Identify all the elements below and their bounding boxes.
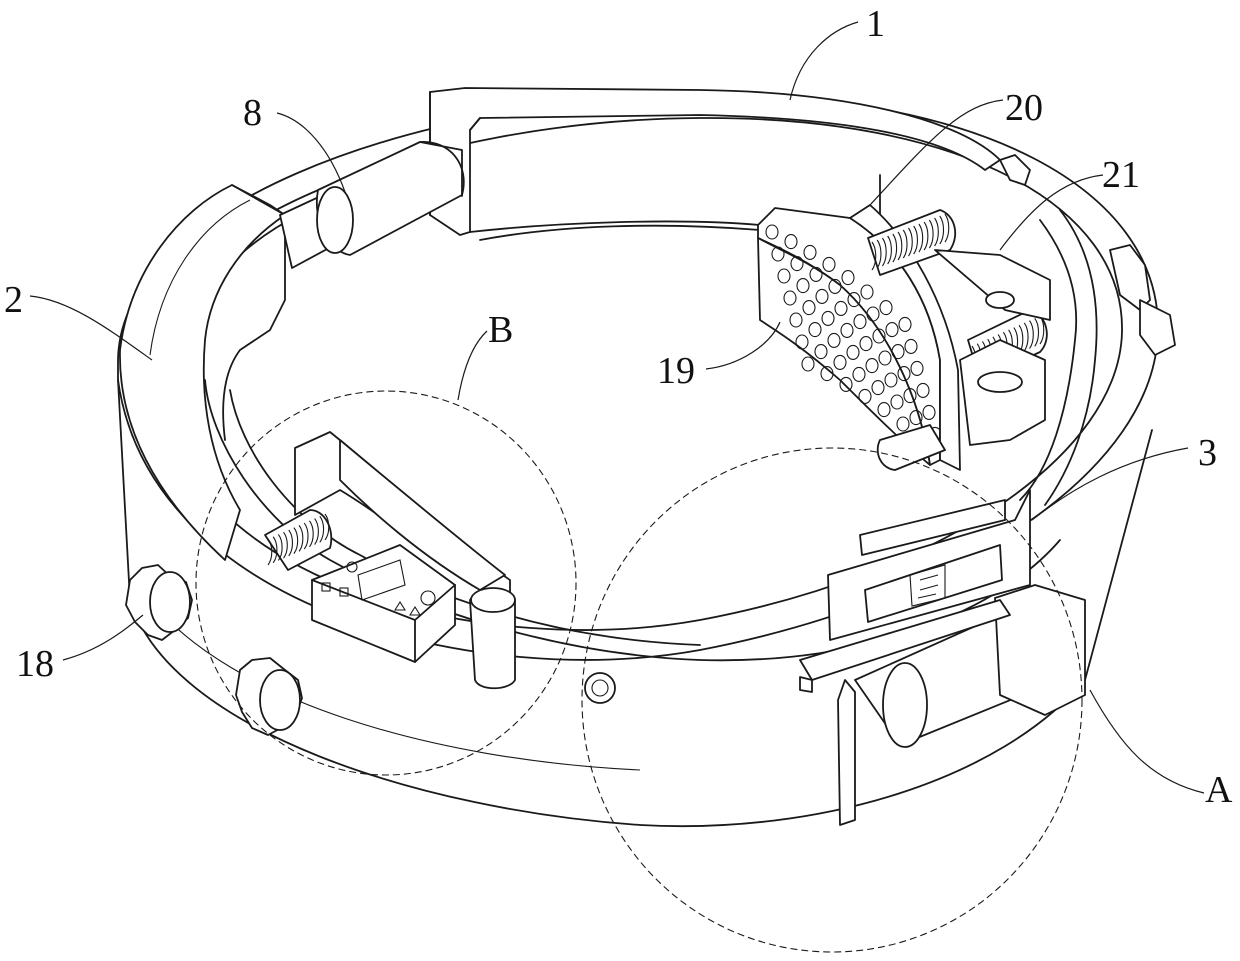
segment-2 bbox=[120, 185, 285, 560]
clamp-assembly bbox=[758, 155, 1175, 470]
label-b: B bbox=[488, 309, 513, 351]
knob-18-upper bbox=[126, 565, 192, 640]
gauge-assembly bbox=[265, 432, 615, 703]
rod-8 bbox=[280, 142, 464, 268]
leader-1 bbox=[790, 22, 858, 100]
label-21: 21 bbox=[1102, 154, 1140, 196]
label-18: 18 bbox=[16, 643, 54, 685]
leader-8 bbox=[277, 113, 345, 192]
label-8: 8 bbox=[243, 92, 262, 134]
leader-18 bbox=[63, 615, 143, 660]
label-1: 1 bbox=[866, 3, 885, 45]
label-19: 19 bbox=[657, 350, 695, 392]
knob-18-lower bbox=[236, 658, 302, 735]
leader-21 bbox=[1000, 175, 1103, 250]
leader-b bbox=[458, 331, 487, 400]
label-2: 2 bbox=[4, 279, 23, 321]
leader-19 bbox=[706, 322, 780, 369]
segment-1-block bbox=[430, 88, 1000, 235]
label-20: 20 bbox=[1005, 87, 1043, 129]
leader-3 bbox=[1032, 448, 1188, 520]
leader-a bbox=[1090, 690, 1204, 793]
label-a: A bbox=[1205, 769, 1233, 811]
label-3: 3 bbox=[1198, 432, 1217, 474]
pad-hole bbox=[802, 357, 814, 371]
